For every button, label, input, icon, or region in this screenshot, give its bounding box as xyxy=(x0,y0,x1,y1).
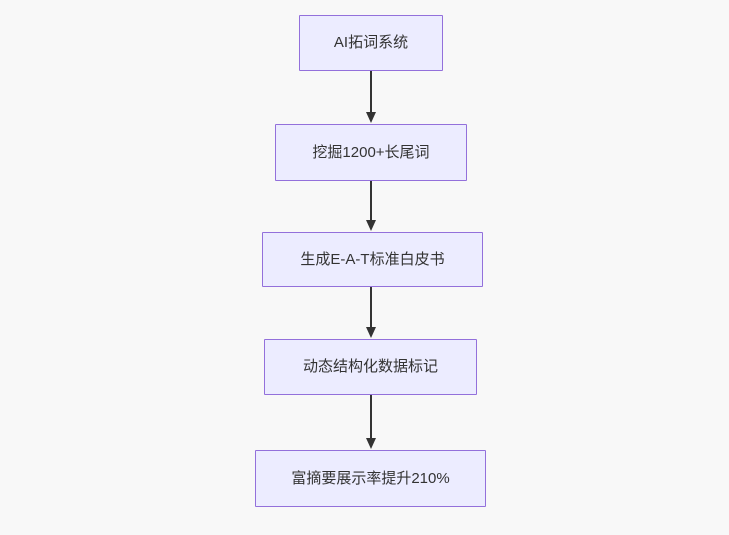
flow-node-label: 动态结构化数据标记 xyxy=(302,358,438,375)
flow-arrow-2 xyxy=(366,181,376,231)
flow-node-label: 富摘要展示率提升210% xyxy=(291,469,450,487)
flow-node-eat-whitepaper: 生成E-A-T标准白皮书 xyxy=(262,232,483,287)
flow-node-label: 挖掘1200+长尾词 xyxy=(312,143,430,161)
flow-node-label: AI拓词系统 xyxy=(333,34,409,51)
flow-node-structured-data: 动态结构化数据标记 xyxy=(264,339,477,395)
flow-arrow-1 xyxy=(366,71,376,123)
flow-node-label: 生成E-A-T标准白皮书 xyxy=(300,250,445,268)
flow-arrow-3 xyxy=(366,287,376,338)
flow-node-rich-snippet-result: 富摘要展示率提升210% xyxy=(255,450,486,507)
flow-node-longtail-mining: 挖掘1200+长尾词 xyxy=(275,124,467,181)
flow-arrow-4 xyxy=(366,395,376,449)
flow-node-ai-keyword-system: AI拓词系统 xyxy=(299,15,443,71)
